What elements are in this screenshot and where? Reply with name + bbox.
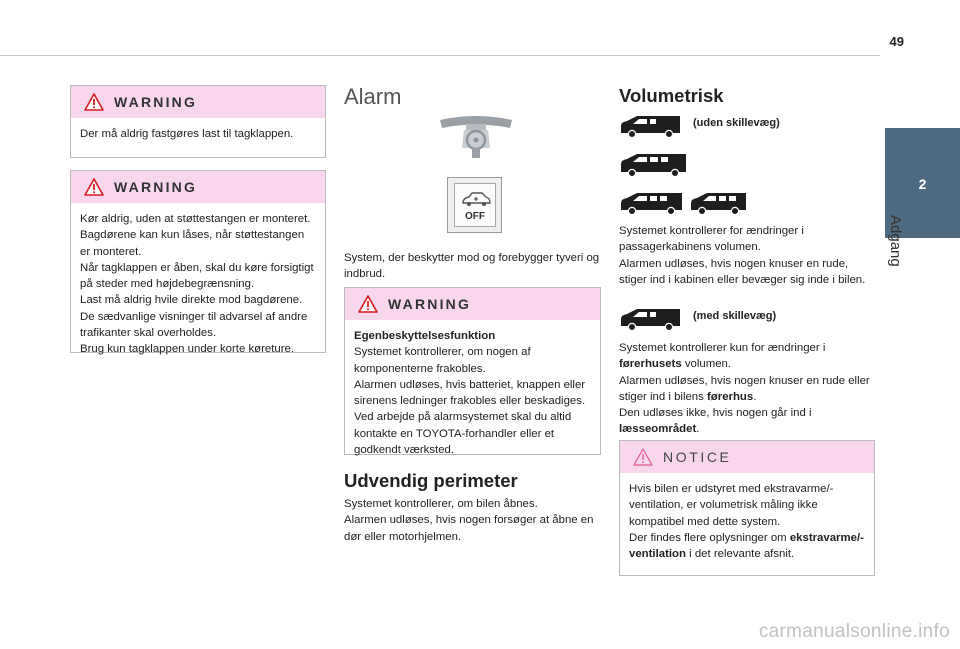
- warning-box-support-rod: WARNING Kør aldrig, uden at støttestange…: [70, 170, 326, 355]
- alarm-heading: Alarm: [344, 84, 402, 109]
- warning-box-self-protection: WARNING Egenbeskyttelsesfunktion Systeme…: [344, 287, 601, 456]
- warning-title: WARNING: [388, 296, 472, 312]
- warning-header: WARNING: [71, 86, 325, 118]
- warning-text: Der må aldrig fastgøres last til tagklap…: [80, 128, 294, 140]
- alarm-off-button: OFF: [447, 177, 502, 233]
- off-label: OFF: [465, 211, 485, 222]
- text-run: i det relevante afsnit.: [685, 548, 795, 561]
- label-with-partition: (med skillevæg): [693, 310, 777, 322]
- alarm-intro: System, der beskytter mod og forebygger …: [344, 252, 600, 281]
- perimeter-heading: Udvendig perimeter: [344, 470, 518, 491]
- warning-box-roof-flap: WARNING Der må aldrig fastgøres last til…: [70, 85, 326, 158]
- notice-header: NOTICE: [620, 441, 874, 473]
- van-icon-long: [621, 193, 682, 215]
- warning-text: Systemet kontrollerer, om nogen af kompo…: [354, 346, 586, 457]
- page-number: 49: [889, 34, 904, 49]
- section-tab[interactable]: 2: [885, 128, 960, 238]
- warning-body: Egenbeskyttelsesfunktion Systemet kontro…: [345, 320, 600, 466]
- rear-view-mirror-icon: [440, 116, 512, 158]
- text-without-partition: Systemet kontrollerer for ændringer i pa…: [619, 225, 866, 286]
- van-icon-short: [621, 116, 680, 138]
- label-without-partition: (uden skillevæg): [693, 117, 780, 129]
- watermark: carmanualsonline.info: [758, 621, 950, 642]
- text-run: .: [696, 423, 700, 436]
- warning-header: WARNING: [71, 171, 325, 203]
- text-run-bold: førerhus: [707, 390, 754, 403]
- notice-triangle-icon: [633, 448, 653, 466]
- warning-body: Kør aldrig, uden at støttestangen er mon…: [71, 203, 325, 366]
- notice-body: Hvis bilen er udstyret med ekstravarme/-…: [620, 473, 874, 570]
- text-run-bold: læsseområdet: [619, 423, 697, 436]
- warning-triangle-icon: [358, 295, 378, 313]
- text-run: volumen. Alarmen udløses, hvis nogen knu…: [619, 358, 870, 403]
- section-tab-number: 2: [918, 176, 927, 192]
- warning-header: WARNING: [345, 288, 600, 320]
- text-run-bold: førerhusets: [619, 358, 682, 371]
- text-run: Systemet kontrollerer kun for ændringer …: [619, 342, 826, 354]
- notice-title: NOTICE: [663, 449, 732, 465]
- section-label: Adgang: [887, 215, 904, 267]
- warning-triangle-icon: [84, 178, 104, 196]
- perimeter-text: Systemet kontrollerer, om bilen åbnes. A…: [344, 498, 594, 543]
- warning-subtitle: Egenbeskyttelsesfunktion: [354, 330, 496, 342]
- text-with-partition: Systemet kontrollerer kun for ændringer …: [619, 340, 879, 438]
- van-icon-long-crew: [691, 193, 746, 215]
- notice-box-heater: NOTICE Hvis bilen er udstyret med ekstra…: [619, 440, 875, 576]
- warning-body: Der må aldrig fastgøres last til tagklap…: [71, 118, 325, 150]
- text-run: . Den udløses ikke, hvis nogen går ind i: [619, 390, 812, 420]
- van-icon-crew: [621, 154, 686, 177]
- warning-triangle-icon: [84, 93, 104, 111]
- warning-title: WARNING: [114, 179, 198, 195]
- volumetric-heading: Volumetrisk: [619, 85, 724, 106]
- warning-text: Kør aldrig, uden at støttestangen er mon…: [80, 213, 314, 356]
- car-lock-icon: [462, 192, 491, 206]
- warning-title: WARNING: [114, 94, 198, 110]
- text-run: Hvis bilen er udstyret med ekstravarme/-…: [629, 483, 834, 544]
- text-run-bold: ekstravarme/-ventilation: [629, 531, 864, 561]
- van-icon-partition: [621, 309, 680, 331]
- top-divider: [0, 55, 880, 56]
